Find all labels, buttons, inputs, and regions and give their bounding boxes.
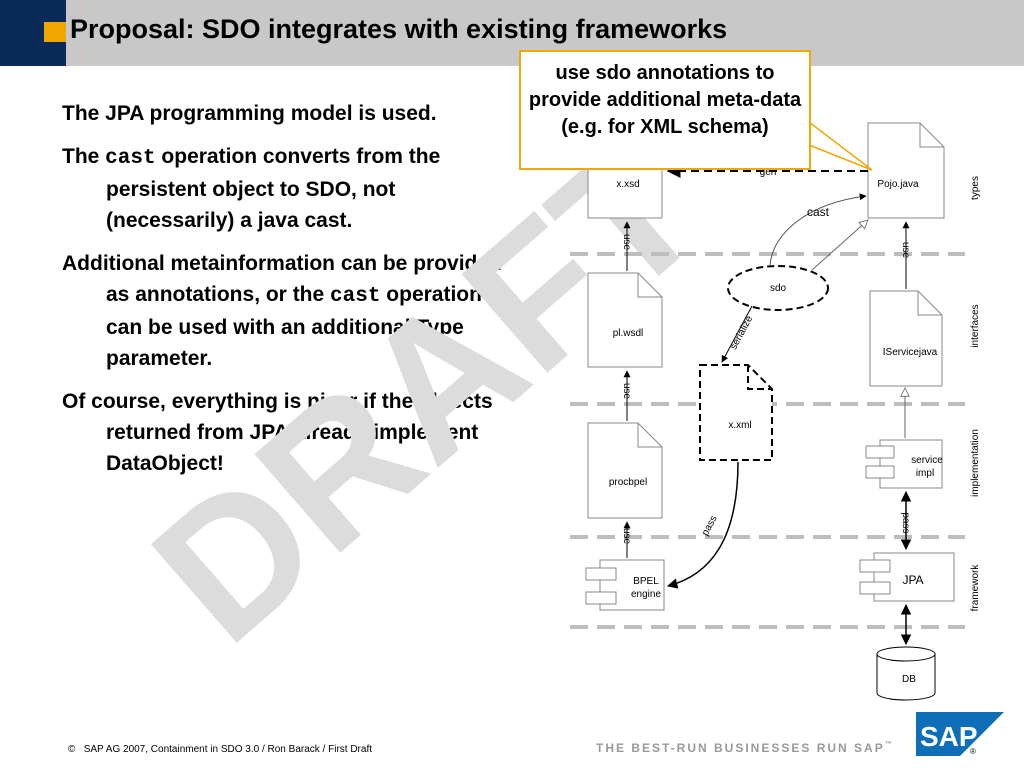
bullet-metainformation: Additional metainformation can be provid…: [62, 252, 502, 370]
pass-label: pass: [700, 514, 720, 538]
gen-label: gen: [760, 167, 777, 178]
sdo-label: sdo: [770, 283, 787, 294]
layer-label-implementation: implementation: [970, 429, 981, 497]
jpa-component-node: JPA: [859, 552, 955, 602]
pass-arrow-xml-engine: [666, 461, 739, 589]
svg-text:BPEL: BPEL: [633, 576, 659, 587]
sdo-node: [727, 265, 829, 311]
svg-text:x.xsd: x.xsd: [616, 179, 639, 190]
svg-text:Pojo.java: Pojo.java: [877, 179, 919, 190]
database-node: DB: [876, 646, 936, 701]
title-bar: Proposal: SDO integrates with existing f…: [0, 0, 1024, 66]
use-label: use: [621, 528, 632, 545]
svg-text:pl.wsdl: pl.wsdl: [613, 328, 644, 339]
svg-text:engine: engine: [631, 589, 661, 600]
bullet-jpa-model: The JPA programming model is used.: [62, 102, 437, 125]
use-label: use: [900, 242, 911, 259]
code-cast: cast: [330, 285, 381, 308]
bullet-dataobject: Of course, everything is nicer if the ob…: [62, 390, 493, 475]
xml-document-node: x.xml: [699, 364, 773, 461]
svg-text:IServicejava: IServicejava: [883, 347, 938, 358]
service-impl-component-node: service impl: [865, 439, 943, 489]
use-label: use: [621, 234, 632, 251]
svg-text:DB: DB: [902, 674, 916, 685]
svg-text:JPA: JPA: [902, 573, 923, 587]
footer-tagline: THE BEST-RUN BUSINESSES RUN SAP™: [596, 741, 894, 755]
title-bullet-square: [44, 22, 66, 42]
pass-label: pass: [900, 512, 911, 533]
svg-text:impl: impl: [916, 468, 934, 479]
serialize-arrow: [721, 305, 753, 363]
svg-text:®: ®: [970, 747, 976, 756]
sap-logo: SAP ®: [916, 712, 1004, 756]
bullet-cast-operation: The cast operation converts from the per…: [62, 145, 441, 232]
bullet-list: The JPA programming model is used. The c…: [62, 98, 512, 491]
serialize-label: serialize: [728, 314, 755, 352]
svg-text:SAP: SAP: [920, 721, 978, 752]
slide-title: Proposal: SDO integrates with existing f…: [70, 14, 728, 44]
cast-arrow: [769, 193, 867, 267]
layer-label-types: types: [970, 176, 981, 200]
footer-copyright: © SAP AG 2007, Containment in SDO 3.0 / …: [68, 744, 372, 755]
iservice-document-node: IServicejava: [869, 290, 943, 387]
code-cast: cast: [105, 147, 156, 170]
svg-text:service: service: [911, 455, 943, 466]
svg-text:procbpel: procbpel: [609, 477, 647, 488]
annotation-callout: use sdo annotations to provide additiona…: [519, 50, 811, 170]
callout-pointer: [808, 121, 873, 171]
realize-arrow: [811, 220, 868, 271]
bpel-engine-component-node: BPEL engine: [585, 559, 665, 611]
cast-label: cast: [807, 205, 830, 219]
pojo-document-node: Pojo.java: [867, 122, 945, 219]
bpel-process-document-node: procbpel: [587, 422, 663, 519]
layer-label-framework: framework: [970, 564, 981, 612]
svg-text:x.xml: x.xml: [728, 420, 751, 431]
wsdl-document-node: pl.wsdl: [587, 272, 663, 368]
layer-label-interfaces: interfaces: [970, 304, 981, 347]
use-label: use: [621, 383, 632, 400]
